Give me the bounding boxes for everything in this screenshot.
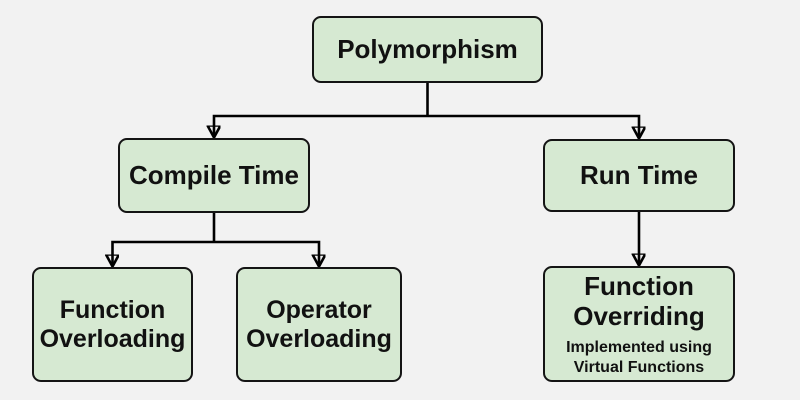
node-function-overriding-note: Implemented using Virtual Functions	[566, 338, 712, 376]
node-polymorphism: Polymorphism	[312, 16, 543, 83]
node-operator-overloading: Operator Overloading	[236, 267, 402, 382]
node-function-overriding: Function Overriding Implemented using Vi…	[543, 266, 735, 382]
node-polymorphism-label: Polymorphism	[337, 34, 518, 65]
node-function-overriding-note-line2: Virtual Functions	[573, 358, 705, 376]
node-function-overloading: Function Overloading	[32, 267, 193, 382]
node-run-time-label: Run Time	[580, 160, 698, 191]
node-function-overloading-label-line2: Overloading	[39, 324, 186, 353]
edge-polymorphism-children	[214, 83, 639, 138]
node-function-overriding-label-line1: Function	[584, 271, 694, 302]
node-function-overriding-label-line2: Overriding	[573, 301, 705, 332]
node-compile-time-label: Compile Time	[128, 160, 299, 191]
node-function-overriding-note-line1: Implemented using	[566, 339, 712, 357]
node-compile-time: Compile Time	[118, 138, 310, 213]
node-operator-overloading-label-line2: Overloading	[246, 324, 392, 353]
node-function-overloading-label-line1: Function	[59, 295, 166, 324]
node-operator-overloading-label-line1: Operator	[266, 295, 372, 324]
edge-compile-time-children	[113, 213, 320, 266]
node-run-time: Run Time	[543, 139, 735, 212]
